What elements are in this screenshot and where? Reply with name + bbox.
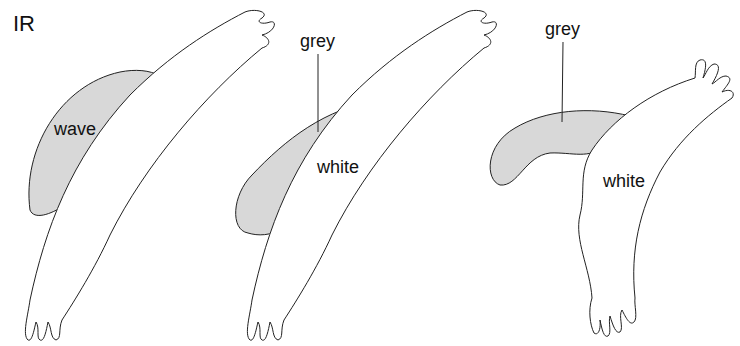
leader-line: [562, 42, 563, 122]
cloud-region: wave: [51, 118, 99, 142]
panel-title: IR: [13, 12, 35, 36]
region-label: white: [317, 158, 359, 178]
region-label: wave: [54, 120, 96, 140]
cloud-region: white: [314, 156, 362, 180]
white-band: [247, 10, 496, 340]
cloud-region: white: [600, 170, 648, 194]
white-band: [25, 10, 274, 340]
callout-label: grey: [545, 20, 580, 40]
callout-label: grey: [300, 32, 335, 52]
region-label: white: [603, 172, 645, 192]
leader-line: [318, 54, 319, 132]
white-band: [579, 60, 734, 337]
